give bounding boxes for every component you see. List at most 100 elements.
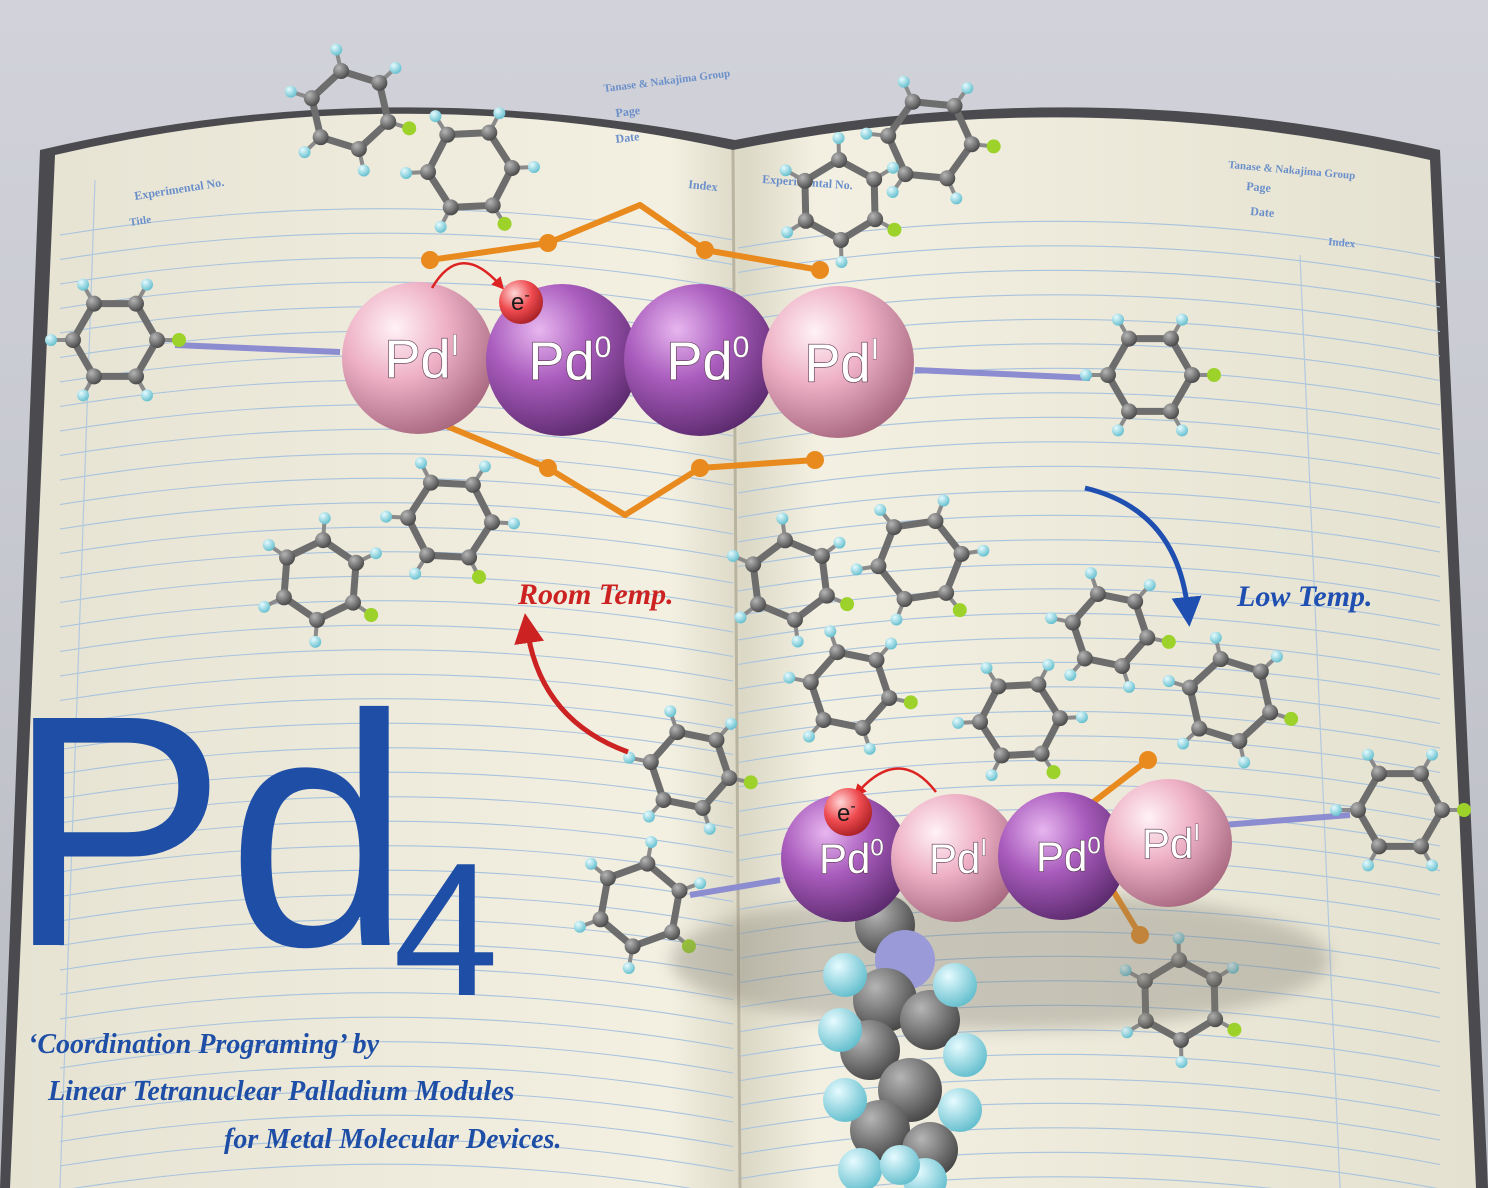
hydrogen-atom bbox=[369, 547, 382, 560]
right-index-label: Index bbox=[1328, 236, 1356, 250]
carbon-atom bbox=[972, 713, 989, 730]
phosphorus-atom bbox=[539, 459, 557, 477]
caption: ‘Coordination Programing’ by Linear Tetr… bbox=[28, 1029, 562, 1155]
bond bbox=[622, 465, 703, 518]
carbon-atom bbox=[694, 799, 711, 816]
hydrogen-atom bbox=[1209, 631, 1222, 644]
ruled-line bbox=[59, 1114, 734, 1148]
carbon-atom bbox=[128, 368, 144, 385]
hydrogen-atom bbox=[434, 220, 447, 233]
ruled-line bbox=[59, 281, 734, 315]
carbon-atom bbox=[642, 754, 659, 771]
ruled-line bbox=[59, 845, 734, 878]
ruled-line bbox=[737, 245, 1441, 284]
carbon-atom bbox=[592, 911, 609, 928]
carbon-atom bbox=[708, 732, 725, 749]
hydrogen-atom bbox=[1362, 748, 1374, 761]
hydrogen-atom bbox=[642, 810, 655, 823]
hydrogen-atom bbox=[645, 835, 658, 848]
ruled-line bbox=[59, 673, 734, 707]
ruled-line bbox=[59, 869, 734, 903]
top-pd-symbol-4: Pd bbox=[805, 333, 871, 393]
carbon-atom bbox=[1181, 679, 1198, 696]
hydrogen-atom bbox=[874, 503, 887, 516]
hydrogen-atom bbox=[1175, 1055, 1188, 1068]
caption-line-3: for Metal Molecular Devices. bbox=[224, 1124, 562, 1155]
hydrogen-atom bbox=[262, 538, 275, 551]
ruled-line bbox=[737, 539, 1441, 578]
hydrogen-atom bbox=[961, 82, 974, 95]
ruled-line bbox=[59, 1065, 734, 1099]
ruled-line bbox=[59, 918, 734, 952]
carbon-atom bbox=[149, 332, 165, 348]
bond bbox=[637, 202, 708, 253]
carbon-atom bbox=[1127, 593, 1144, 610]
carbon-atom bbox=[624, 938, 641, 955]
carbon-sphere bbox=[850, 1100, 910, 1160]
carbon-atom bbox=[831, 152, 848, 169]
carbon-atom bbox=[897, 166, 914, 183]
ruled-line bbox=[59, 526, 734, 560]
carbon-atom bbox=[1139, 629, 1156, 646]
carbon-atom bbox=[946, 97, 963, 114]
carbon-atom bbox=[303, 90, 320, 107]
carbon-atom bbox=[1051, 710, 1068, 727]
hydrogen-atom bbox=[835, 255, 848, 268]
bond bbox=[545, 465, 628, 518]
carbon-atom bbox=[1371, 838, 1387, 855]
bottom-pd-symbol-1: Pd bbox=[819, 835, 870, 882]
left-index-label: Index bbox=[688, 177, 719, 194]
top-pd-label-2: Pd0 bbox=[529, 331, 612, 392]
hydrogen-atom bbox=[890, 613, 903, 626]
carbon-atom bbox=[796, 172, 813, 189]
margin-line bbox=[59, 179, 96, 1188]
carbon-atom bbox=[1371, 765, 1387, 782]
hydrogen-atom bbox=[1177, 737, 1190, 750]
ruled-line bbox=[737, 441, 1441, 480]
hydrogen-atom bbox=[1176, 313, 1188, 326]
ruled-line bbox=[737, 735, 1441, 774]
top-electron-transfer-arrow bbox=[430, 262, 505, 290]
ruled-line bbox=[737, 465, 1441, 504]
fluorine-atom bbox=[887, 222, 902, 237]
hydrogen-sphere bbox=[938, 1088, 982, 1132]
carbon-atom bbox=[1163, 330, 1179, 347]
hydrogen-atom bbox=[380, 510, 393, 523]
carbon-atom bbox=[1413, 765, 1429, 782]
hydrogen-atom bbox=[1162, 675, 1175, 688]
carbon-atom bbox=[86, 295, 102, 312]
carbon-atom bbox=[745, 556, 762, 573]
carbon-atom bbox=[669, 724, 686, 741]
bottom-pd-atom-3 bbox=[998, 792, 1126, 920]
hydrogen-atom bbox=[779, 164, 792, 177]
fluorine-atom bbox=[743, 775, 758, 790]
ruled-line bbox=[737, 1151, 1438, 1188]
bottom-pd-label-2: PdI bbox=[929, 834, 987, 882]
ruled-line bbox=[737, 269, 1441, 308]
hydrogen-atom bbox=[950, 192, 963, 205]
hydrogen-atom bbox=[77, 389, 89, 402]
ruled-line bbox=[737, 588, 1441, 627]
hydrogen-atom bbox=[832, 132, 845, 145]
hydrogen-atom bbox=[885, 637, 898, 650]
bottom-pd-atom-4 bbox=[1104, 779, 1232, 907]
carbon-atom bbox=[65, 332, 81, 348]
fluorine-atom bbox=[497, 216, 512, 231]
notebook: Tanase & Nakajima Group Page Date Experi… bbox=[0, 68, 1488, 1188]
hydrogen-atom bbox=[726, 549, 739, 562]
bond bbox=[914, 367, 1091, 381]
ruled-line bbox=[737, 490, 1441, 529]
carbon-atom bbox=[655, 791, 672, 808]
hydrogen-atom bbox=[1075, 711, 1088, 724]
carbon-atom bbox=[802, 674, 819, 691]
hydrogen-atom bbox=[414, 456, 427, 469]
bond bbox=[427, 240, 551, 263]
ruled-line bbox=[59, 477, 734, 511]
hydrogen-atom bbox=[952, 716, 965, 729]
bottom-pd-ox-3: 0 bbox=[1087, 832, 1100, 859]
hydrogen-atom bbox=[863, 742, 876, 755]
carbon-atom bbox=[721, 769, 738, 786]
carbon-atom bbox=[315, 532, 332, 549]
carbon-atom bbox=[599, 869, 616, 886]
hydrogen-atom bbox=[783, 671, 796, 684]
